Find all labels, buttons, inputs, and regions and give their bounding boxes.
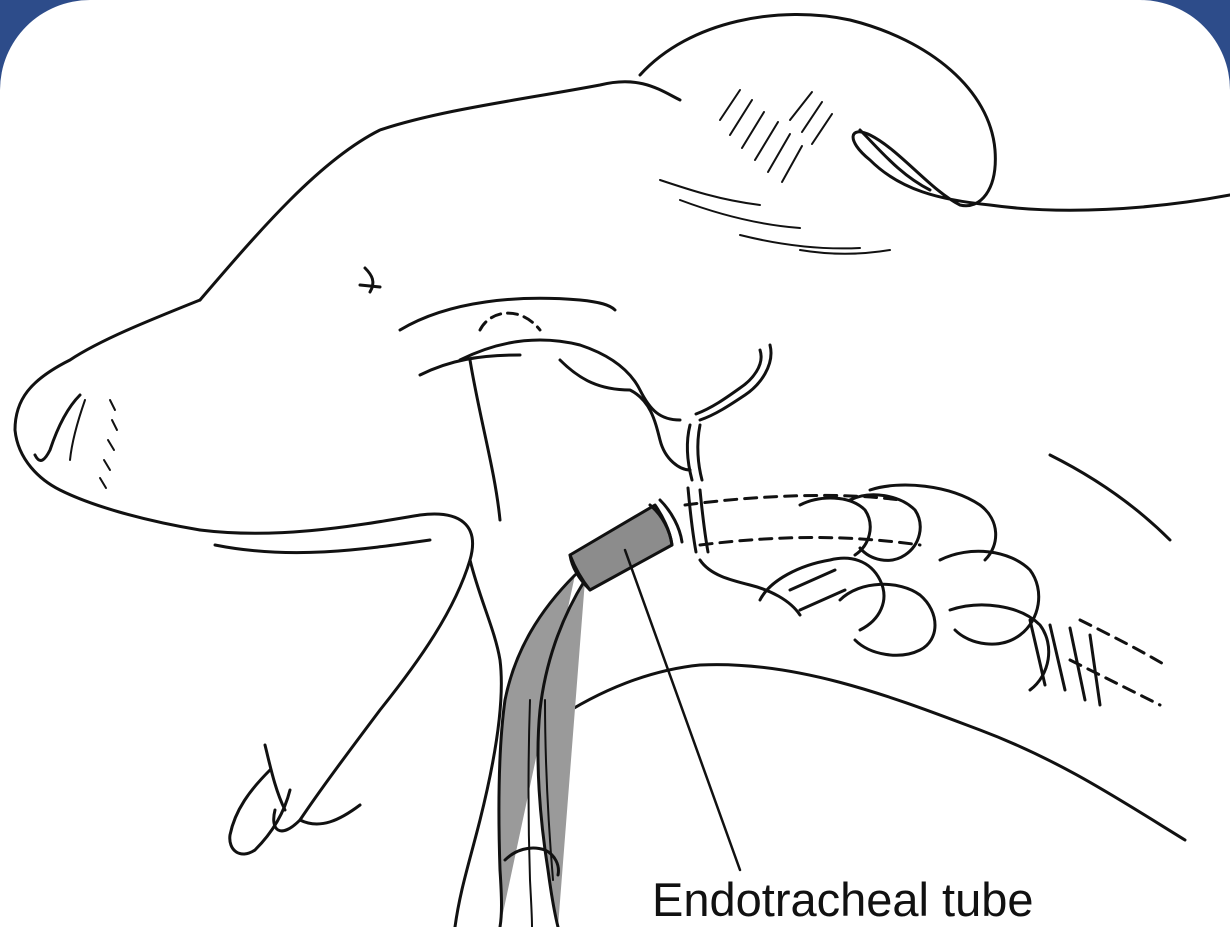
vertebra-6 — [1030, 620, 1100, 705]
trachea-dashed-lower — [700, 538, 920, 546]
vertebra-3 — [840, 584, 935, 655]
tongue — [230, 770, 290, 854]
cheek-line-2 — [460, 340, 680, 420]
throat-outline — [455, 560, 501, 927]
hyoid-dashed — [480, 313, 540, 330]
stylohyoid-bone — [696, 345, 771, 420]
hyoid-segment-3 — [700, 560, 800, 615]
eye — [360, 268, 380, 292]
muzzle-whisker-dots — [100, 400, 117, 488]
vertebra-1 — [760, 558, 884, 630]
vertebra-4 — [940, 551, 1039, 644]
lower-jaw-outline — [200, 514, 473, 831]
neck-outline — [470, 360, 500, 520]
nose — [35, 395, 80, 460]
neck-dorsal-line — [1050, 455, 1170, 540]
ear-fur-hatching — [660, 90, 890, 254]
muzzle-outline — [15, 300, 200, 530]
body-outline — [555, 665, 1185, 840]
mouth-inner — [215, 540, 430, 553]
hyoid-segment-1 — [687, 425, 702, 480]
label-leader-line — [625, 550, 740, 870]
trachea-dashed-upper — [685, 495, 900, 505]
endotracheal-tube — [570, 505, 672, 590]
hyoid-segment-2 — [688, 488, 708, 552]
endotracheal-tube-label: Endotracheal tube — [652, 872, 1034, 927]
atlas — [800, 498, 870, 555]
head-outline — [200, 82, 680, 300]
ear-outline — [640, 15, 1230, 211]
larynx-outline — [560, 360, 690, 470]
nostril — [70, 400, 85, 460]
